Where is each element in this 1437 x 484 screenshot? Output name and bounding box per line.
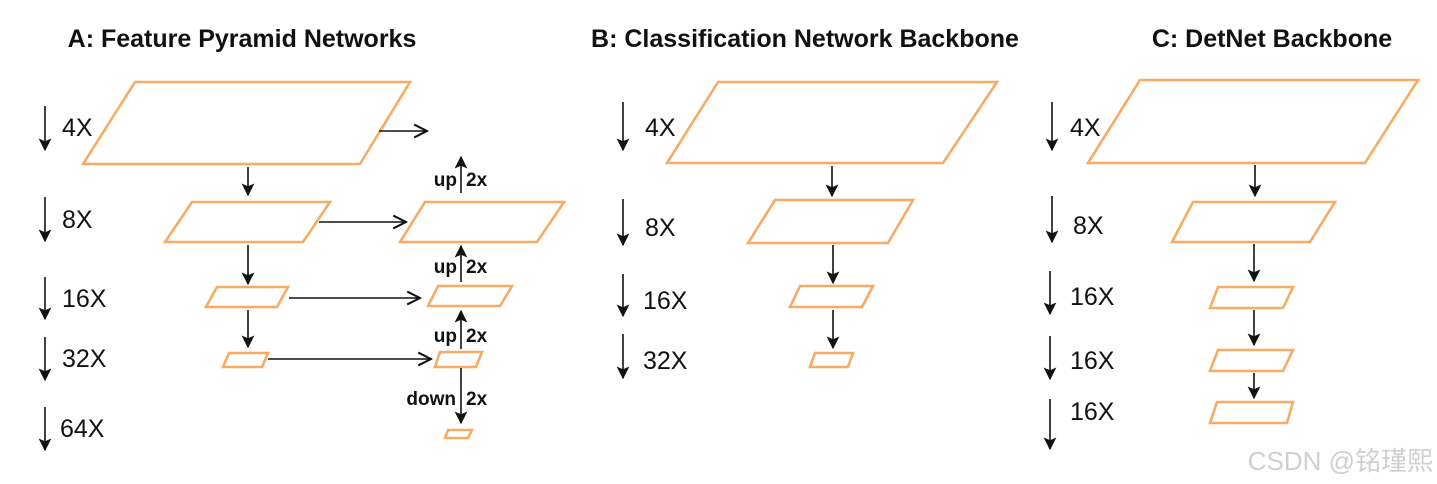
scale-label: 16X xyxy=(1070,283,1115,311)
panel-c-title: C: DetNet Backbone xyxy=(1152,25,1392,53)
scale-label: 4X xyxy=(1070,114,1101,142)
scale-label: 8X xyxy=(62,206,93,234)
downsample-label-factor: 2x xyxy=(466,389,488,410)
upsample-label-factor: 2x xyxy=(466,170,488,191)
pyramid-map-16x xyxy=(425,284,515,308)
upsample-label-word: up xyxy=(434,170,457,191)
feature-map-8x xyxy=(745,198,916,245)
scale-label: 16X xyxy=(62,285,107,313)
feature-map-4x xyxy=(1085,78,1421,165)
scale-label: 4X xyxy=(62,114,93,142)
watermark: CSDN @铭瑾熙 xyxy=(1248,446,1433,476)
scale-label: 64X xyxy=(60,415,105,443)
scale-label: 8X xyxy=(1073,212,1104,240)
panel-b: B: Classification Network Backbone 4X 8X… xyxy=(591,25,1019,380)
scale-label: 16X xyxy=(1070,347,1115,375)
upsample-label-factor: 2x xyxy=(466,257,488,278)
feature-map-4x xyxy=(80,80,413,166)
feature-map-4x xyxy=(664,80,1000,165)
feature-map-16x xyxy=(787,284,876,309)
pyramid-map-8x xyxy=(397,200,567,244)
scale-label: 8X xyxy=(645,214,676,242)
upsample-label-factor: 2x xyxy=(466,326,488,347)
feature-map-8x xyxy=(1169,200,1338,244)
scale-label: 32X xyxy=(62,345,107,373)
upsample-label-word: up xyxy=(434,326,457,347)
feature-map-16x xyxy=(1208,348,1296,373)
feature-map-16x xyxy=(1208,400,1295,425)
panel-a: A: Feature Pyramid Networks 4X 8X 16X 32… xyxy=(38,25,567,452)
downsample-label-word: down xyxy=(406,389,456,410)
scale-label: 16X xyxy=(643,287,688,315)
feature-map-32x xyxy=(221,351,270,369)
panel-b-title: B: Classification Network Backbone xyxy=(591,25,1019,53)
pyramid-map-32x xyxy=(433,350,484,369)
panel-c: C: DetNet Backbone 4X 8X 16X 16X 16X xyxy=(1043,25,1421,451)
panel-a-title: A: Feature Pyramid Networks xyxy=(68,25,417,53)
feature-map-8x xyxy=(162,200,333,244)
feature-map-16x xyxy=(203,285,291,309)
scale-label: 32X xyxy=(643,347,688,375)
upsample-label-word: up xyxy=(434,257,457,278)
feature-map-32x xyxy=(808,351,855,369)
scale-label: 4X xyxy=(645,114,676,142)
scale-label: 16X xyxy=(1070,398,1115,426)
pyramid-map-64x xyxy=(443,428,475,440)
feature-map-16x xyxy=(1208,285,1296,310)
